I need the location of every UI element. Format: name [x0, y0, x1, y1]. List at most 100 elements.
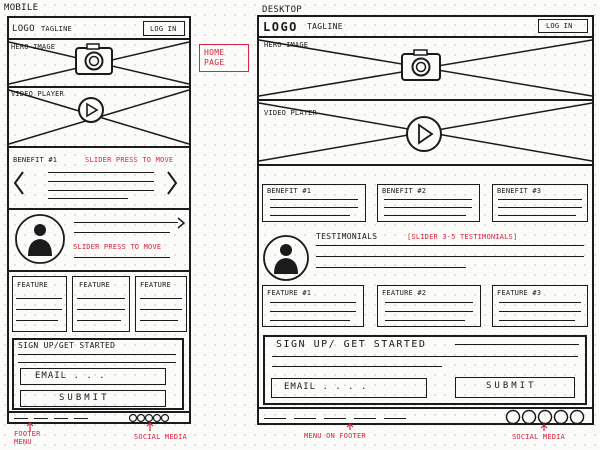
chevron-right-icon[interactable] [165, 170, 179, 196]
desktop-feature-label: FEATURE #1 [267, 289, 312, 297]
avatar [15, 214, 65, 264]
desktop-submit-button[interactable]: SUBMIT [455, 377, 575, 398]
desktop-benefit-label: BENEFIT #1 [267, 187, 312, 195]
mobile-title: MOBILE [4, 3, 39, 13]
mobile-feature-card: FEATURE [135, 276, 187, 332]
benefit-text-line [384, 207, 472, 208]
benefit-text-line [498, 199, 582, 200]
mobile-testimonial-line [74, 232, 170, 233]
mobile-slider-note: SLIDER PRESS TO MOVE [85, 156, 174, 164]
desktop-header-divider [257, 36, 594, 38]
desktop-login-button[interactable]: LOG IN [538, 19, 588, 33]
desktop-footer-divider [257, 407, 594, 409]
mobile-testimonial-divider [7, 270, 191, 272]
feature-text-line [140, 320, 178, 321]
benefit-text-line [270, 215, 350, 216]
signup-text-line [272, 356, 578, 357]
social-icons[interactable] [128, 413, 170, 423]
mobile-testimonial-note: SLIDER PRESS TO MOVE [73, 243, 162, 251]
desktop-video-divider [257, 164, 594, 166]
mobile-video-divider [7, 146, 191, 148]
arrow-up-icon [146, 422, 154, 431]
desktop-benefit-card: BENEFIT #3 [492, 184, 588, 222]
footer-menu-note: FOOTER MENU [14, 430, 41, 446]
mobile-signup-line [18, 354, 176, 355]
mobile-email-field[interactable]: EMAIL . . . [20, 368, 166, 385]
avatar [263, 235, 309, 281]
desktop-feature-label: FEATURE #2 [382, 289, 427, 297]
desktop-title: DESKTOP [262, 5, 303, 15]
mobile-feature-label: FEATURE [140, 281, 171, 289]
arrow-up-icon [346, 423, 354, 430]
desktop-benefit-label: BENEFIT #2 [382, 187, 427, 195]
footer-menu-link[interactable] [34, 418, 48, 419]
mobile-benefit-label: BENEFIT #1 [13, 156, 58, 164]
mobile-hero-divider [7, 86, 191, 88]
testimonial-text-line [316, 267, 466, 268]
mobile-signup-line [18, 362, 176, 363]
mobile-login-label: LOG IN [150, 25, 177, 33]
feature-text-line [385, 320, 465, 321]
feature-text-line [270, 311, 356, 312]
testimonial-text-line [316, 256, 584, 257]
footer-menu-link[interactable] [324, 418, 346, 419]
arrow-up-icon [26, 422, 34, 431]
testimonial-text-line [316, 245, 584, 246]
benefit-text-line [384, 199, 472, 200]
desktop-signup-section [263, 335, 587, 405]
mobile-signup-title: SIGN UP/GET STARTED [18, 341, 116, 350]
mobile-testimonial-line [74, 222, 178, 223]
desktop-frame [257, 15, 594, 425]
desktop-benefit-card: BENEFIT #1 [262, 184, 366, 222]
desktop-benefit-label: BENEFIT #3 [497, 187, 542, 195]
footer-menu-link[interactable] [384, 418, 406, 419]
mobile-feature-card: FEATURE [12, 276, 67, 332]
footer-menu-link[interactable] [294, 418, 316, 419]
desktop-email-field[interactable]: EMAIL . . . . [271, 378, 427, 398]
footer-menu-link[interactable] [14, 418, 28, 419]
mobile-benefit-text-line [48, 198, 128, 199]
benefit-text-line [384, 215, 466, 216]
mobile-feature-label: FEATURE [79, 281, 110, 289]
home-page-note: HOME PAGE [199, 44, 249, 72]
mobile-submit-label: SUBMIT [59, 393, 110, 403]
desktop-video-label: VIDEO PLAYER [264, 109, 317, 117]
mobile-feature-card: FEATURE [72, 276, 130, 332]
feature-text-line [385, 311, 473, 312]
footer-menu-link[interactable] [354, 418, 376, 419]
chevron-right-icon[interactable] [176, 216, 186, 230]
mobile-submit-button[interactable]: SUBMIT [20, 390, 166, 407]
feature-text-line [499, 311, 581, 312]
footer-menu-link[interactable] [74, 418, 88, 419]
desktop-email-placeholder: EMAIL . . . . [284, 382, 368, 392]
footer-menu-link[interactable] [264, 418, 286, 419]
benefit-text-line [498, 215, 576, 216]
camera-icon [401, 49, 441, 81]
mobile-signup-section [12, 338, 184, 410]
mobile-login-button[interactable]: LOG IN [143, 21, 185, 36]
benefit-text-line [270, 207, 358, 208]
mobile-logo: LOGO [12, 24, 35, 34]
footer-menu-link[interactable] [54, 418, 68, 419]
desktop-feature-card: FEATURE #1 [262, 285, 364, 327]
desktop-submit-label: SUBMIT [486, 381, 537, 391]
desktop-testimonials-title: TESTIMONIALS [316, 232, 378, 241]
mobile-benefit-text-line [48, 190, 154, 191]
desktop-logo: LOGO [263, 20, 298, 34]
desktop-signup-title: SIGN UP/ GET STARTED [276, 339, 427, 350]
mobile-email-placeholder: EMAIL . . . [35, 371, 106, 381]
feature-text-line [270, 320, 350, 321]
play-icon[interactable] [76, 95, 106, 125]
desktop-feature-card: FEATURE #3 [492, 285, 588, 327]
play-icon[interactable] [404, 114, 444, 154]
desktop-feature-card: FEATURE #2 [377, 285, 481, 327]
desktop-benefit-card: BENEFIT #2 [377, 184, 480, 222]
feature-text-line [499, 302, 581, 303]
mobile-footer-divider [7, 411, 191, 413]
chevron-left-icon[interactable] [12, 170, 26, 196]
mobile-header-divider [7, 38, 191, 40]
desktop-testimonials-note: [SLIDER 3-5 TESTIMONIALS] [407, 233, 518, 241]
social-icons[interactable] [505, 409, 587, 425]
home-page-label: HOME PAGE [204, 48, 225, 67]
feature-text-line [140, 298, 182, 299]
